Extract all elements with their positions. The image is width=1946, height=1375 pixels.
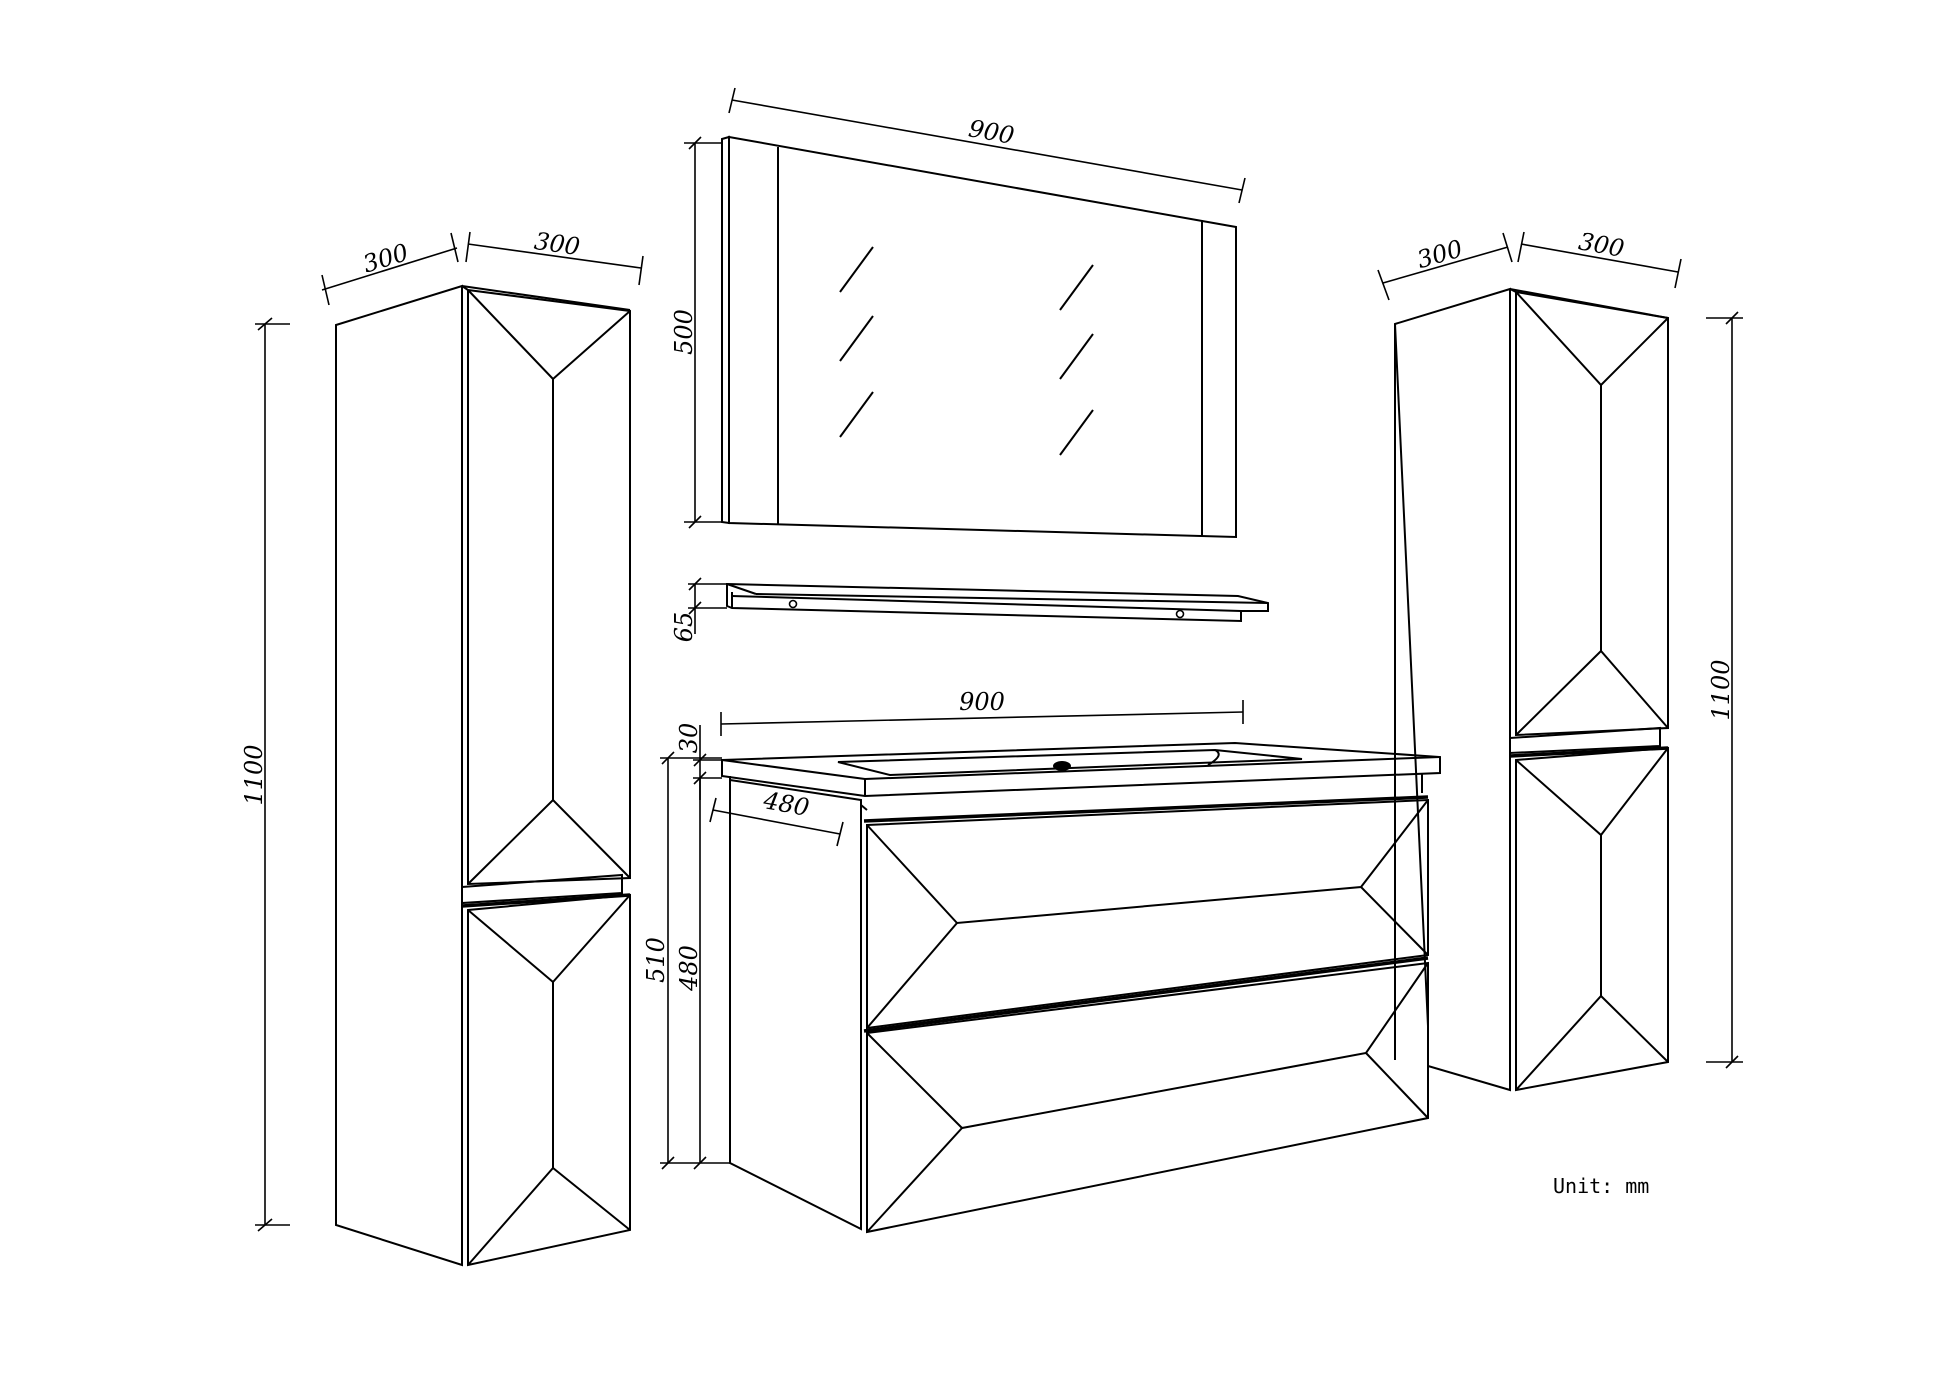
left-cabinet-height-dimension: 1100 — [240, 317, 290, 1232]
vanity-countertop — [721, 741, 1441, 798]
vanity-top-thickness-dimension: 30 — [675, 723, 722, 800]
mirror-height-dimension: 500 — [670, 136, 722, 529]
right-cabinet-width-dimension: 300 — [1377, 232, 1513, 301]
mirror-reflection-marks — [839, 246, 1094, 456]
vanity-width-label: 900 — [959, 688, 1005, 716]
shelf-height-dimension: 65 — [670, 577, 727, 643]
vanity-body-height-label: 480 — [675, 945, 703, 992]
right-tall-cabinet: 1100 300 300 — [1377, 227, 1743, 1092]
vanity-total-height-dimension: 510 — [642, 751, 730, 1170]
shelf-height-label: 65 — [670, 612, 698, 643]
left-cabinet-depth-label: 300 — [532, 227, 581, 261]
left-cabinet-lower-door — [467, 893, 631, 1267]
right-cabinet-width-label: 300 — [1414, 235, 1466, 275]
left-cabinet-depth-dimension: 300 — [465, 227, 644, 286]
mirror-width-dimension: 900 — [728, 87, 1246, 204]
vanity-lower-drawer — [866, 961, 1429, 1234]
left-tall-cabinet: 1100 300 300 — [240, 227, 644, 1267]
right-cabinet-height-label: 1100 — [1707, 659, 1735, 720]
left-cabinet-height-label: 1100 — [240, 744, 268, 805]
right-cabinet-lower-door — [1515, 746, 1669, 1092]
mirror-height-label: 500 — [670, 309, 698, 355]
left-cabinet-width-dimension: 300 — [321, 232, 459, 306]
left-cabinet-upper-door — [461, 285, 631, 886]
vanity-total-height-label: 510 — [642, 937, 670, 983]
unit-note: Unit: mm — [1553, 1174, 1649, 1198]
vanity-body — [729, 778, 868, 1231]
vanity-body-height-dimension: 480 — [675, 778, 707, 1170]
vanity: 900 30 480 510 — [642, 688, 1441, 1234]
right-cabinet-depth-label: 300 — [1576, 227, 1626, 263]
shelf: 65 — [670, 577, 1269, 643]
vanity-width-dimension: 900 — [720, 688, 1244, 736]
right-cabinet-depth-dimension: 300 — [1517, 227, 1682, 289]
mirror-width-label: 900 — [966, 114, 1016, 150]
left-cabinet-width-label: 300 — [360, 238, 412, 278]
vanity-top-thickness-label: 30 — [675, 723, 703, 754]
right-cabinet-upper-door — [1509, 288, 1669, 737]
right-cabinet-height-dimension: 1100 — [1706, 311, 1743, 1069]
mirror: 900 500 — [670, 87, 1246, 539]
